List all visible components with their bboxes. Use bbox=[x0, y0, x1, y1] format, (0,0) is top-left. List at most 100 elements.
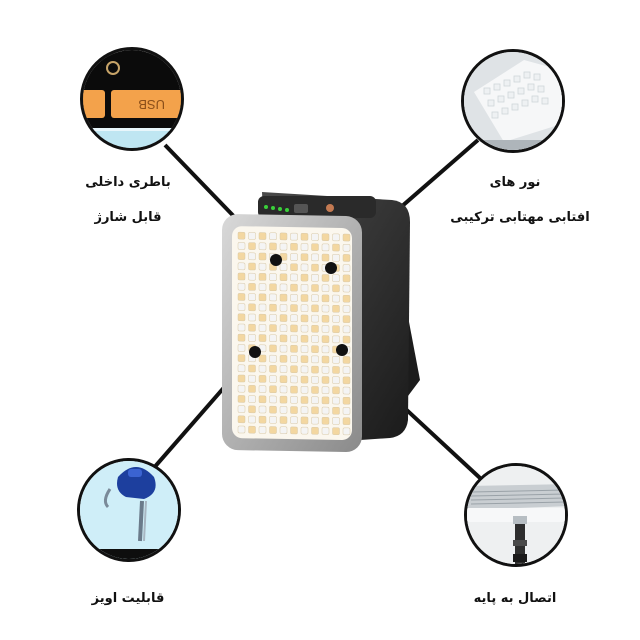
led-chip bbox=[248, 293, 256, 301]
led-chip bbox=[290, 406, 298, 414]
led-chip bbox=[332, 427, 340, 435]
led-chip bbox=[321, 376, 330, 384]
led-chip bbox=[311, 284, 319, 292]
led-chip bbox=[290, 355, 298, 363]
led-chip bbox=[300, 406, 309, 415]
led-chip bbox=[311, 396, 319, 404]
led-chip bbox=[290, 253, 298, 261]
led-chip bbox=[237, 415, 246, 424]
led-chip bbox=[300, 375, 309, 384]
tripod-mount-icon bbox=[467, 466, 565, 564]
led-chip bbox=[300, 284, 309, 292]
led-chip bbox=[300, 304, 309, 313]
led-chip bbox=[311, 294, 319, 302]
led-chip bbox=[237, 384, 246, 393]
led-chip bbox=[342, 386, 351, 395]
led-chip bbox=[332, 253, 340, 262]
led-chip bbox=[311, 416, 319, 425]
led-chip bbox=[290, 345, 298, 353]
led-chip bbox=[342, 407, 351, 415]
led-chip bbox=[332, 243, 340, 252]
led-chip bbox=[300, 294, 309, 302]
led-chip bbox=[248, 283, 256, 291]
power-switch bbox=[294, 204, 308, 213]
led-chip bbox=[269, 334, 277, 343]
led-chip bbox=[300, 365, 309, 374]
led-chip bbox=[321, 416, 330, 425]
led-chip bbox=[342, 417, 351, 425]
label-hanging: قابلیت اویز bbox=[91, 591, 165, 606]
svg-text:USB: USB bbox=[138, 97, 165, 112]
led-chip bbox=[321, 406, 330, 415]
led-chip bbox=[258, 385, 267, 393]
led-chip bbox=[237, 405, 246, 413]
led-chip bbox=[279, 385, 288, 394]
led-chip bbox=[311, 274, 319, 282]
led-chip bbox=[321, 365, 330, 374]
led-chip bbox=[311, 304, 319, 313]
led-chip bbox=[269, 283, 277, 292]
label-battery-line1: باطری داخلی bbox=[85, 175, 171, 190]
led-chip bbox=[321, 294, 330, 303]
usb-battery-icon: USB bbox=[83, 50, 181, 148]
led-chip bbox=[237, 293, 246, 301]
led-chip bbox=[269, 375, 277, 383]
led-chip bbox=[258, 262, 267, 271]
led-chip bbox=[248, 262, 256, 271]
marker-hanging bbox=[249, 346, 261, 358]
callout-mount bbox=[464, 463, 568, 567]
led-chip bbox=[248, 364, 256, 373]
led-chip bbox=[300, 233, 309, 241]
led-chip bbox=[279, 406, 288, 414]
led-chip bbox=[248, 272, 256, 281]
led-chip bbox=[258, 303, 267, 312]
led-chip bbox=[237, 252, 246, 260]
label-leds-line1: نور های bbox=[489, 175, 541, 190]
led-chip bbox=[269, 426, 277, 434]
led-chip bbox=[269, 232, 277, 241]
marker-leds bbox=[325, 262, 337, 274]
led-chip bbox=[311, 365, 319, 374]
led-chip bbox=[311, 355, 319, 364]
led-chip bbox=[237, 344, 246, 352]
led-chip bbox=[279, 314, 288, 322]
battery-indicator bbox=[278, 207, 282, 211]
led-chip bbox=[258, 273, 267, 281]
led-chip bbox=[279, 304, 288, 312]
led-chip bbox=[332, 284, 340, 293]
led-chip bbox=[269, 385, 277, 394]
led-chip bbox=[279, 375, 288, 384]
led-chip bbox=[269, 344, 277, 353]
led-chip bbox=[237, 231, 246, 240]
led-chip bbox=[248, 323, 256, 332]
led-chip bbox=[269, 314, 277, 322]
led-chip bbox=[290, 243, 298, 251]
led-chip bbox=[258, 293, 267, 302]
led-panel-icon bbox=[464, 52, 562, 150]
led-chip bbox=[290, 273, 298, 282]
battery-indicator bbox=[264, 205, 268, 209]
led-chip bbox=[332, 366, 340, 374]
led-chip bbox=[311, 406, 319, 415]
led-chip bbox=[237, 354, 246, 362]
led-chip bbox=[342, 427, 351, 436]
led-chip bbox=[258, 313, 267, 322]
led-chip bbox=[332, 274, 340, 282]
led-chip bbox=[258, 283, 267, 291]
led-chip bbox=[300, 396, 309, 404]
led-chip bbox=[290, 324, 298, 333]
led-chip bbox=[300, 324, 309, 333]
led-chip bbox=[279, 395, 288, 404]
led-chip bbox=[279, 232, 288, 241]
led-chip bbox=[321, 325, 330, 333]
led-chip bbox=[321, 396, 330, 405]
led-chip bbox=[269, 416, 277, 424]
led-chip bbox=[237, 303, 246, 311]
led-chip bbox=[311, 386, 319, 394]
led-chip bbox=[342, 366, 351, 374]
led-chip bbox=[279, 334, 288, 343]
led-chip bbox=[332, 406, 340, 415]
led-chip bbox=[269, 273, 277, 281]
led-chip bbox=[342, 233, 351, 242]
led-chip bbox=[258, 232, 267, 240]
